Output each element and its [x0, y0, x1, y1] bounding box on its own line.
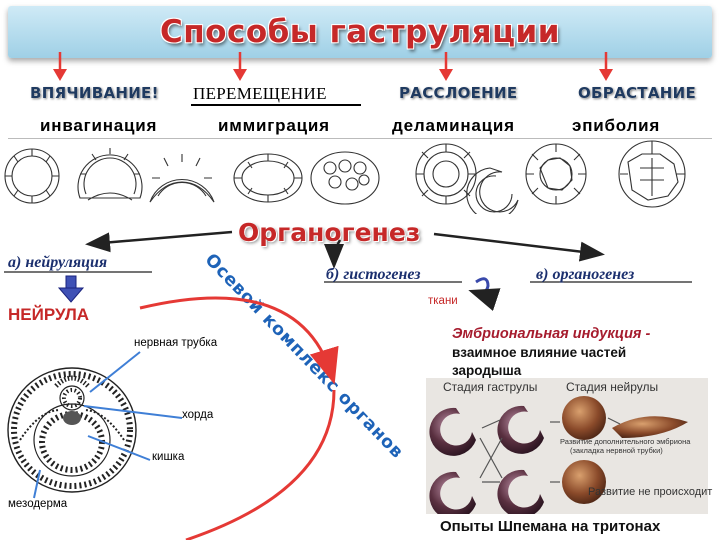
method-invagination-header: ВПЯЧИВАНИЕ! — [30, 84, 159, 102]
larvae-top — [612, 416, 688, 438]
blastula-drawing — [4, 148, 60, 204]
delamination-drawing-2 — [466, 167, 519, 214]
red-arc-lower — [185, 389, 336, 540]
immigration-drawing-2 — [310, 151, 380, 205]
epiboly-drawing-1 — [525, 143, 587, 205]
arrow-histogenesis — [324, 239, 345, 269]
term-delamination: деламинация — [392, 116, 515, 135]
pointer-neural-tube — [89, 351, 141, 393]
arrow-neurulation — [85, 230, 233, 253]
divider — [8, 138, 712, 139]
stage-neurula-label: Стадия нейрулы — [566, 380, 659, 394]
branch-organogenesis: в) органогенез — [536, 266, 635, 283]
gastrula-left-top — [429, 407, 476, 456]
pointer-notochord — [83, 405, 183, 419]
neurula-bottom — [562, 460, 606, 504]
label-neural-tube: нервная трубка — [134, 337, 218, 349]
method-underline — [191, 104, 361, 106]
method-arrows — [53, 52, 613, 81]
tissues-label: ткани — [428, 295, 458, 307]
induction-text-2: зародыша — [452, 363, 522, 378]
gastrula-right-bottom — [497, 469, 544, 514]
neurula-cross-section — [7, 367, 137, 493]
term-immigration: иммиграция — [218, 116, 330, 135]
pointer-gut — [87, 435, 151, 461]
gastrulation-illustrations — [4, 140, 686, 214]
induction-text-1: взаимное влияние частей — [452, 345, 627, 360]
caption-top-2: (закладка нервной трубки) — [570, 446, 663, 455]
spemann-photo-drawing — [429, 396, 688, 514]
gastrula-drawing — [149, 154, 215, 203]
early-gastrula-drawing — [77, 148, 143, 201]
induction-title: Эмбриональная индукция - — [452, 326, 651, 342]
neurula-diagram — [7, 296, 339, 540]
branch-histogenesis: б) гистогенез — [326, 266, 421, 283]
caption-bottom: Развитие не происходит — [588, 486, 713, 498]
label-mesoderm: мезодерма — [8, 498, 68, 510]
label-gut: кишка — [152, 451, 185, 463]
page-title: Способы гаструляции — [160, 14, 560, 50]
method-immigration-header: ПЕРЕМЕЩЕНИЕ — [193, 84, 327, 103]
label-notochord: хорда — [182, 409, 214, 421]
gastrula-right-top — [497, 405, 544, 454]
method-epiboly-header: ОБРАСТАНИЕ — [578, 84, 696, 102]
immigration-drawing-1 — [233, 153, 303, 203]
term-invagination: инвагинация — [40, 116, 158, 135]
arrow-organogenesis-branch — [433, 232, 605, 262]
branch-neurulation: а) нейруляция — [8, 254, 108, 271]
stage-gastrula-label: Стадия гаструлы — [443, 380, 538, 394]
neurula-title: НЕЙРУЛА — [8, 305, 90, 324]
epiboly-drawing-2 — [618, 140, 686, 208]
pointer-mesoderm — [33, 469, 41, 499]
gastrula-left-bottom — [429, 471, 476, 514]
method-delamination-header: РАССЛОЕНИЕ — [399, 84, 518, 102]
title-banner — [8, 6, 712, 58]
organogenesis-title: Органогенез — [238, 218, 421, 247]
organogenesis-arrows — [4, 230, 692, 311]
red-arc-upper — [139, 296, 339, 385]
term-epiboly: эпиболия — [572, 116, 661, 135]
neurula-top — [562, 396, 606, 440]
spemann-experiment-caption: Опыты Шпемана на тритонах — [440, 518, 661, 535]
caption-top-1: Развитие дополнительного эмбриона — [560, 437, 691, 446]
